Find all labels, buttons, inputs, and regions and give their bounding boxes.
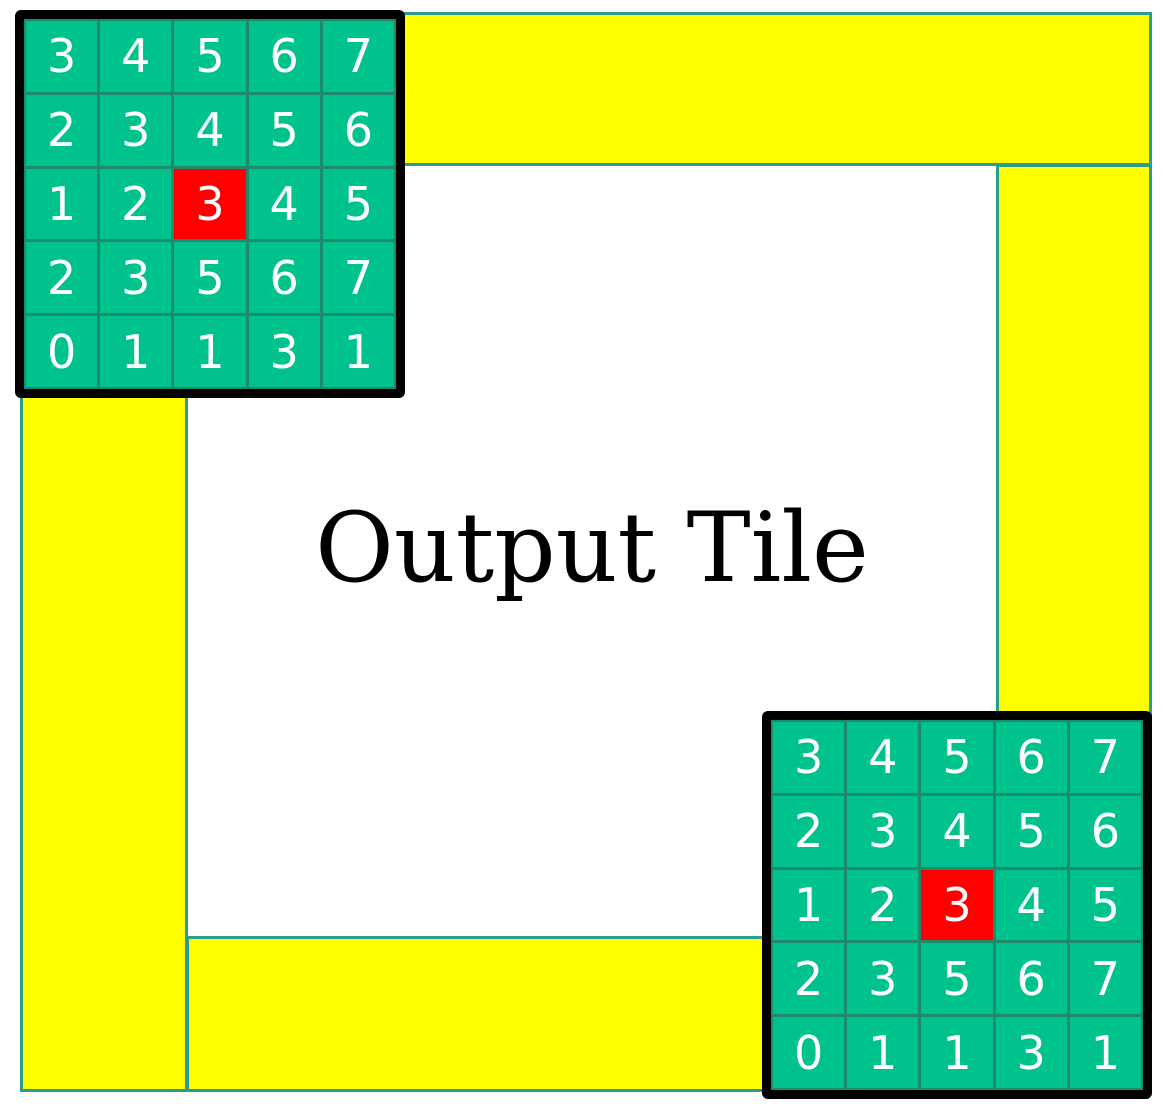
grid-cell: 5 — [995, 795, 1067, 867]
grid-cell: 5 — [322, 168, 394, 240]
grid-cell: 3 — [248, 316, 320, 387]
halo-region-bottom — [186, 936, 766, 1092]
grid-cell: 2 — [773, 943, 845, 1015]
grid-cell-center: 3 — [921, 869, 993, 941]
grid-cell: 3 — [773, 722, 845, 793]
grid-cell: 1 — [174, 316, 246, 387]
grid-cell: 5 — [248, 94, 320, 166]
grid-cell: 6 — [322, 94, 394, 166]
grid-cell: 1 — [322, 316, 394, 387]
grid-cell: 4 — [174, 94, 246, 166]
halo-region-left — [20, 395, 188, 1092]
grid-cell: 0 — [773, 1017, 845, 1088]
grid-cell: 7 — [1069, 722, 1141, 793]
grid-cell: 2 — [26, 94, 98, 166]
grid-cell: 7 — [1069, 943, 1141, 1015]
grid-cell: 3 — [100, 94, 172, 166]
grid-cell: 5 — [921, 943, 993, 1015]
grid-cell: 1 — [921, 1017, 993, 1088]
grid-cell: 5 — [174, 21, 246, 92]
grid-cell: 4 — [847, 722, 919, 793]
grid-cell: 5 — [174, 242, 246, 314]
grid-cell: 5 — [921, 722, 993, 793]
grid-cell: 6 — [1069, 795, 1141, 867]
grid-cell: 2 — [100, 168, 172, 240]
halo-region-right — [996, 164, 1152, 716]
grid-cell: 1 — [773, 869, 845, 941]
grid-cell: 3 — [995, 1017, 1067, 1088]
grid-cell: 2 — [773, 795, 845, 867]
grid-cell: 7 — [322, 242, 394, 314]
grid-cell: 3 — [847, 943, 919, 1015]
grid-cell: 1 — [100, 316, 172, 387]
grid-cell: 1 — [847, 1017, 919, 1088]
grid-cell: 7 — [322, 21, 394, 92]
grid-cell: 6 — [995, 722, 1067, 793]
grid-cell-center: 3 — [174, 168, 246, 240]
output-tile-label: Output Tile — [315, 492, 869, 604]
grid-cell: 4 — [100, 21, 172, 92]
grid-cell: 3 — [100, 242, 172, 314]
grid-cell: 6 — [995, 943, 1067, 1015]
grid-cell: 5 — [1069, 869, 1141, 941]
grid-cell: 1 — [1069, 1017, 1141, 1088]
grid-cell: 1 — [26, 168, 98, 240]
grid-cell: 2 — [26, 242, 98, 314]
grid-cell: 4 — [248, 168, 320, 240]
grid-cell: 6 — [248, 242, 320, 314]
grid-cell: 6 — [248, 21, 320, 92]
grid-cell: 0 — [26, 316, 98, 387]
grid-cell: 4 — [995, 869, 1067, 941]
grid-cell: 2 — [847, 869, 919, 941]
grid-cell: 3 — [847, 795, 919, 867]
grid-cell: 4 — [921, 795, 993, 867]
grid-cell: 3 — [26, 21, 98, 92]
